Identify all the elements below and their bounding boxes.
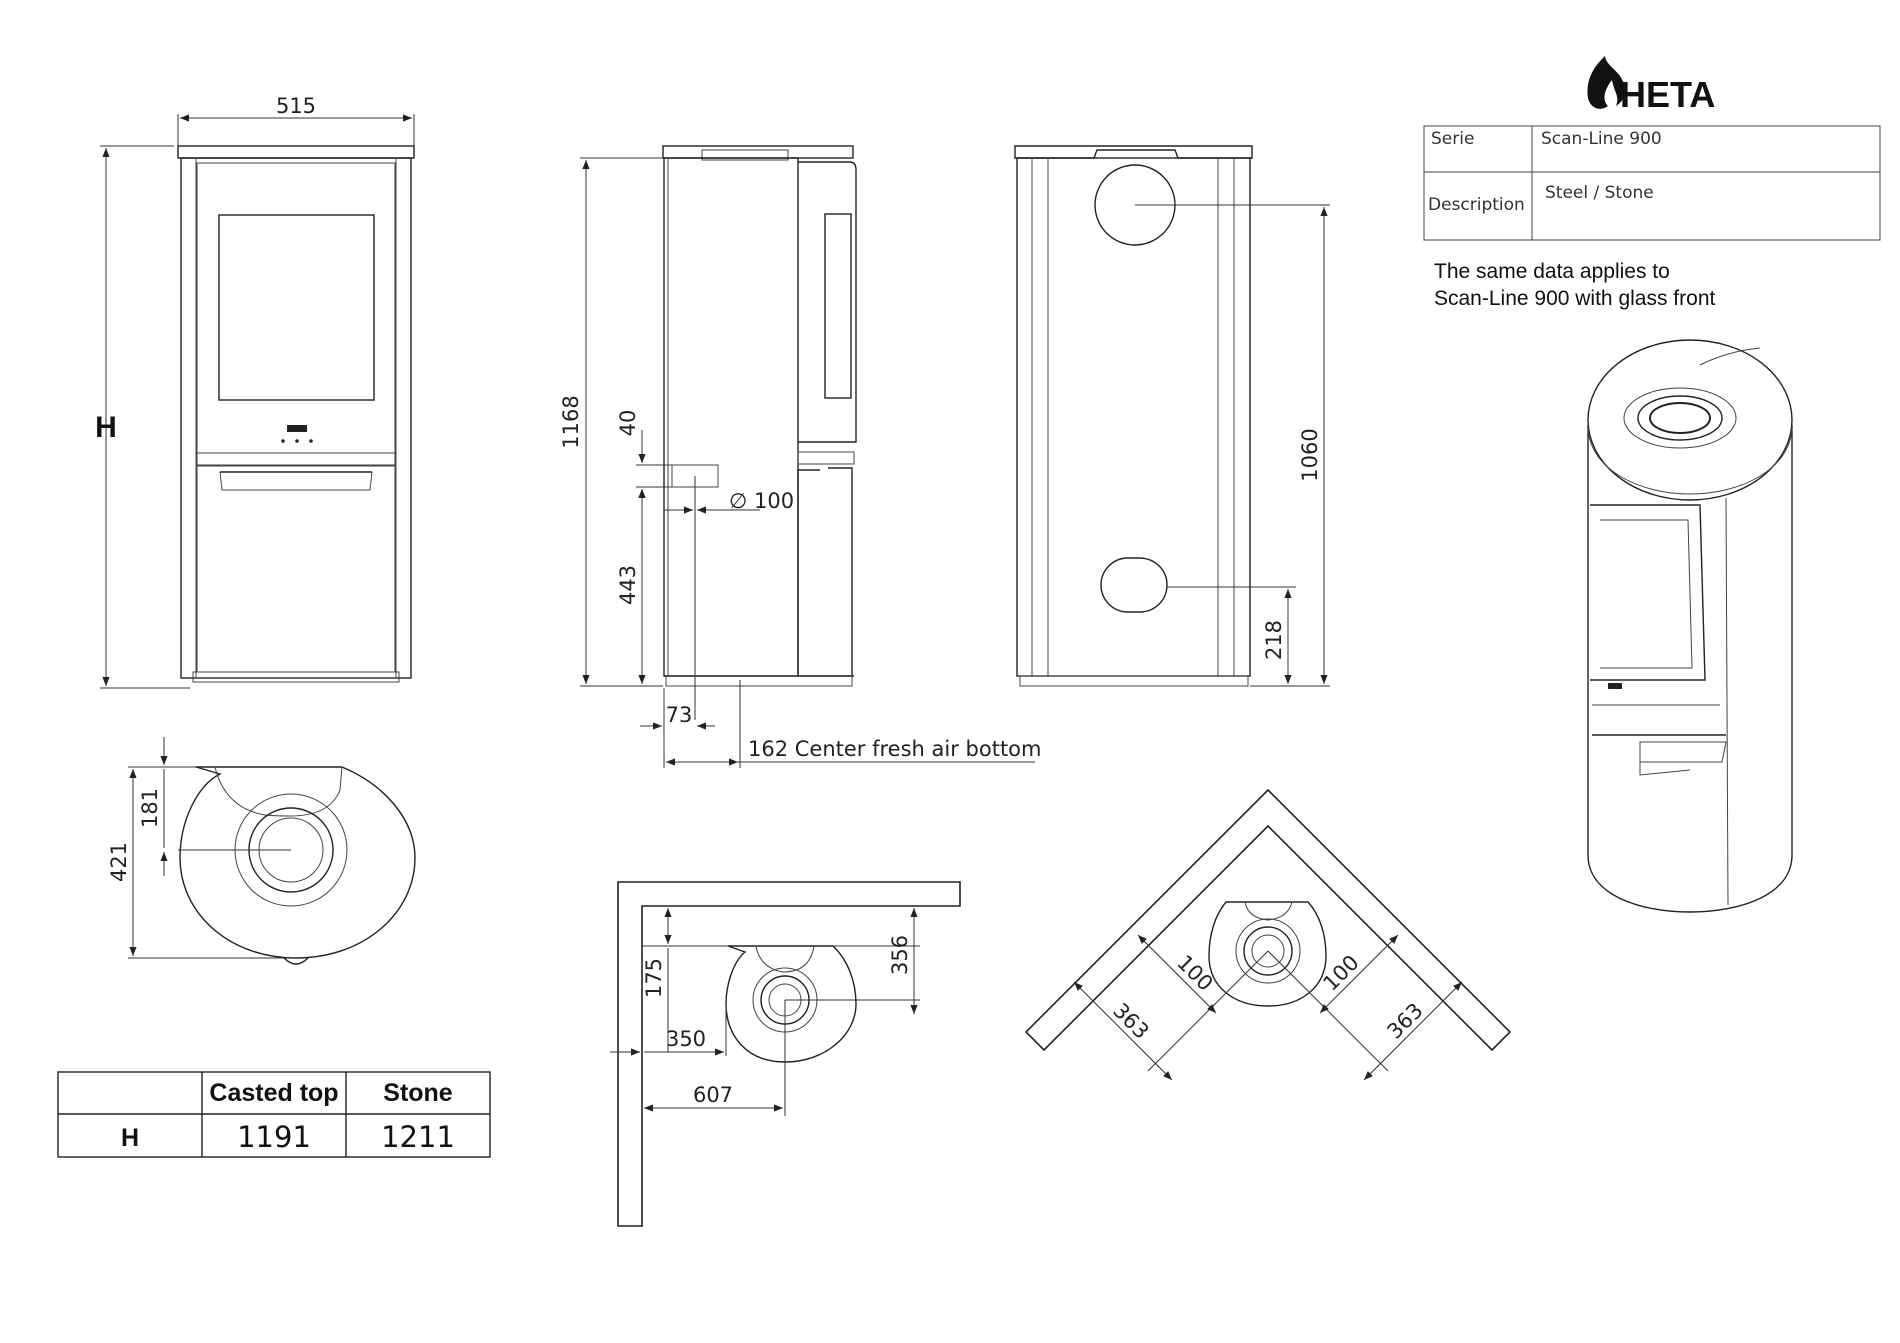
- rear-lower-dim: 218: [1262, 620, 1286, 660]
- flame-icon: [1587, 56, 1625, 109]
- side-pipe-dim: ∅ 100: [729, 489, 794, 513]
- note-line-2: Scan-Line 900 with glass front: [1434, 287, 1715, 310]
- fresh-air-note: 162 Center fresh air bottom: [748, 737, 1042, 761]
- height-table-header-casted-top: Casted top: [209, 1079, 338, 1107]
- side-dim-40: 40: [616, 410, 640, 437]
- isometric-view: [1587, 339, 1793, 913]
- side-height-dim: 1168: [559, 395, 583, 448]
- wall-dim-350: 350: [666, 1027, 706, 1051]
- front-width-dim: 515: [276, 94, 316, 118]
- brand-name: HETA: [1620, 74, 1715, 115]
- side-view: 1168 40 443 ∅ 100 73 162 Center fresh ai…: [559, 145, 1042, 768]
- wall-dim-356: 356: [888, 935, 912, 975]
- rear-view: 1060 218: [1014, 145, 1330, 687]
- corner-right-small-dim: 100: [1318, 950, 1363, 995]
- corner-right-large-dim: 363: [1382, 998, 1427, 1043]
- note-line-1: The same data applies to: [1434, 260, 1670, 283]
- front-height-label: H: [95, 411, 117, 444]
- description-label: Description: [1428, 195, 1525, 215]
- wall-dim-175: 175: [642, 958, 666, 998]
- serie-label: Serie: [1431, 129, 1474, 149]
- corner-left-small-dim: 100: [1172, 950, 1217, 995]
- height-table-header-stone: Stone: [383, 1079, 453, 1107]
- info-table: Serie Scan-Line 900 Description Steel / …: [1423, 125, 1881, 241]
- corner-left-large-dim: 363: [1108, 998, 1153, 1043]
- corner-placement-view: 100 363 100 363: [1024, 788, 1512, 1081]
- side-dim-443: 443: [616, 565, 640, 605]
- rear-air-inlet: [1100, 557, 1168, 613]
- height-table-value-stone: 1211: [381, 1120, 455, 1154]
- height-table: Casted top Stone H 1191 1211: [57, 1071, 491, 1158]
- rear-height-dim: 1060: [1298, 428, 1322, 481]
- top-depth-dim: 421: [107, 842, 131, 882]
- top-view: 421 181: [107, 737, 416, 965]
- front-brand-badge: [287, 425, 307, 432]
- front-view: 515 H: [95, 94, 415, 689]
- heta-logo: HETA: [1587, 56, 1715, 115]
- side-dim-73: 73: [666, 703, 693, 727]
- height-table-value-casted-top: 1191: [237, 1120, 311, 1154]
- wall-placement-view: 175 356 350 607: [610, 881, 961, 1227]
- height-table-row-label: H: [121, 1124, 139, 1152]
- wall-dim-607: 607: [693, 1083, 733, 1107]
- top-center-dim: 181: [138, 788, 162, 828]
- serie-value: Scan-Line 900: [1541, 129, 1662, 149]
- description-value: Steel / Stone: [1545, 183, 1654, 203]
